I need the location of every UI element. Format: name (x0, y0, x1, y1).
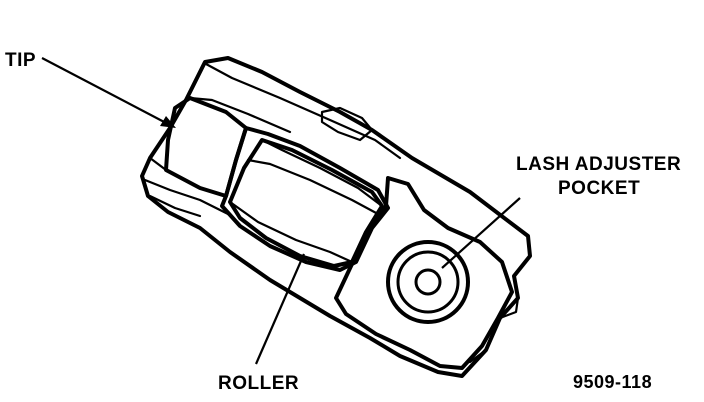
label-roller: ROLLER (218, 373, 299, 394)
leader-lines (41, 57, 521, 365)
label-lash-adjuster-line1: LASH ADJUSTER (516, 154, 681, 175)
tip-leader (41, 57, 169, 125)
lash-adjuster-leader (441, 197, 521, 269)
tip-arrowhead (160, 116, 176, 128)
figure-number: 9509-118 (573, 372, 652, 392)
label-lash-adjuster-line2: POCKET (558, 178, 640, 199)
rocker-arm-body (140, 56, 532, 378)
label-tip: TIP (5, 50, 36, 71)
roller-leader (254, 253, 306, 365)
